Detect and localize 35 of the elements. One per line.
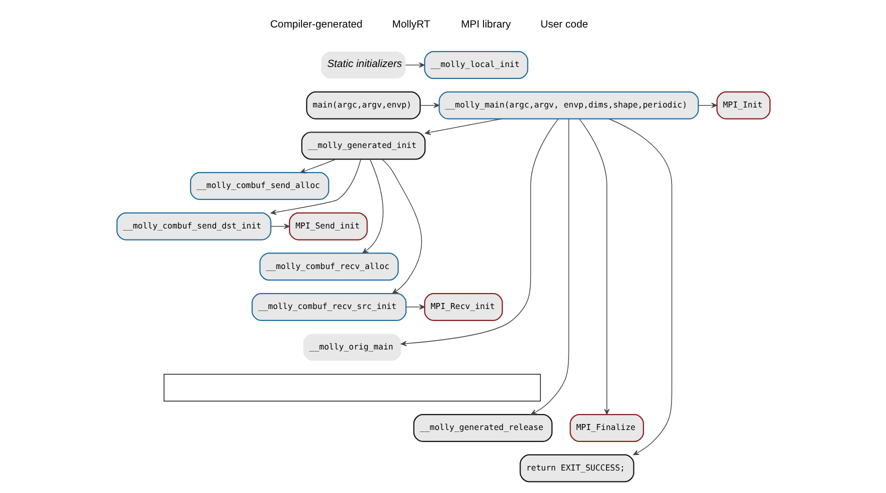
arrow	[270, 158, 361, 215]
arrow	[300, 158, 336, 174]
arrow	[404, 62, 424, 68]
arrow	[362, 158, 383, 254]
arrow	[270, 224, 290, 230]
node-box: MPI_Recv_init	[424, 292, 502, 321]
arrow	[381, 158, 422, 294]
node-box: __molly_combuf_send_alloc	[189, 172, 329, 200]
arrow	[608, 118, 672, 456]
node-box: MPI_Send_init	[288, 212, 368, 240]
arrow	[419, 102, 439, 108]
node-box	[163, 374, 540, 402]
node-box: __molly_generated_release	[412, 414, 552, 442]
node-box: __molly_orig_main	[302, 334, 401, 361]
arrow	[424, 118, 502, 135]
arrow	[530, 118, 569, 415]
node-box: __molly_local_init	[424, 51, 528, 80]
node-box: MPI_Finalize	[569, 414, 644, 442]
arrow	[405, 304, 424, 310]
node-box: return EXIT_SUCCESS;	[519, 454, 634, 482]
label: MollyRT	[392, 19, 430, 30]
node-box: main(argc,argv,envp)	[306, 91, 420, 120]
node-box: Static initializers	[320, 52, 406, 78]
arrow	[698, 102, 717, 108]
arrow	[578, 118, 610, 415]
arrow	[400, 118, 558, 346]
node-box: __molly_combuf_send_dst_init	[116, 212, 271, 240]
label: MPI library	[460, 19, 510, 30]
node-box: MPI_Init	[716, 91, 770, 120]
node-box: __molly_generated_init	[300, 132, 426, 160]
label: Compiler-generated	[270, 19, 362, 30]
label: User code	[540, 19, 588, 30]
node-box: __molly_main(argc,argv, envp,dims,shape,periodic)	[438, 91, 698, 120]
node-box: __molly_combuf_recv_src_init	[251, 292, 406, 321]
node-box: __molly_combuf_recv_alloc	[258, 252, 398, 281]
